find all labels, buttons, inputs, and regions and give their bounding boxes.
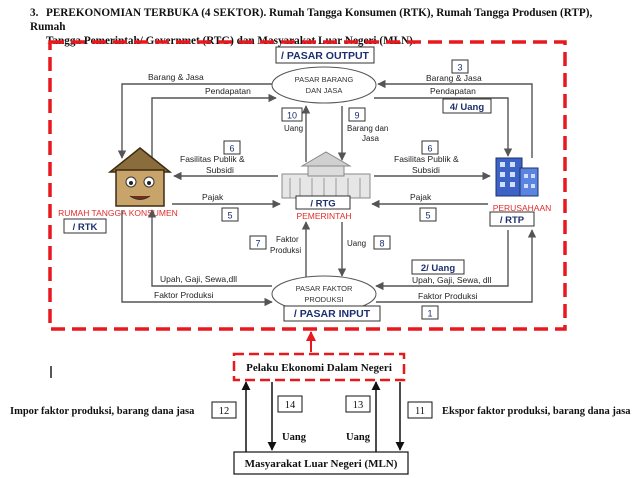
pasar-faktor-label-1: PASAR FAKTOR (296, 284, 353, 293)
badge-7 (249, 235, 267, 250)
badge-8 (373, 235, 391, 250)
badge-2-uang-label: 2/ Uang (421, 263, 456, 274)
rtk-tag-label: / RTK (73, 222, 98, 233)
badge-5-left (221, 207, 239, 222)
badge-14-label: 14 (285, 400, 296, 411)
label-faktor-produksi-right: Faktor Produksi (418, 291, 478, 301)
rtp-tag-box (489, 211, 535, 227)
mln-label: Masyarakat Luar Negeri (MLN) (245, 458, 398, 470)
label-uang-10: Uang (284, 124, 303, 133)
pasar-barang-label-2: DAN JASA (306, 86, 343, 95)
mln-box (233, 451, 409, 475)
label-upah-left: Upah, Gaji, Sewa,dll (160, 274, 237, 284)
badge-13-label: 13 (353, 400, 364, 411)
rtg-tag-label: / RTG (310, 199, 335, 210)
label-upah-right: Upah, Gaji, Sewa, dll (412, 275, 491, 285)
label-fasilitas-left: Fasilitas Publik & (180, 154, 245, 164)
pasar-output-box (275, 46, 375, 64)
badge-14 (277, 395, 303, 413)
pasar-barang-ellipse (271, 66, 377, 104)
label-pendapatan-left: Pendapatan (205, 86, 251, 96)
badge-3 (451, 59, 469, 74)
label-ekspor: Ekspor faktor produksi, barang dana jasa (442, 406, 631, 417)
company-building-icon (495, 157, 539, 197)
badge-13 (345, 395, 371, 413)
label-barang-jasa-right: Barang & Jasa (426, 73, 482, 83)
domestic-economy-frame (48, 40, 567, 331)
badge-12-label: 12 (219, 406, 230, 417)
badge-1-label: 1 (427, 309, 432, 319)
rtg-name: PEMERINTAH (296, 211, 351, 221)
rtk-tag-box (63, 218, 107, 234)
rtp-name: PERUSAHAAN (493, 203, 552, 213)
label-subsidi-right: Subsidi (412, 165, 440, 175)
label-subsidi-left: Subsidi (206, 165, 234, 175)
label-faktor-1: Faktor (276, 235, 299, 244)
badge-6-left-label: 6 (229, 144, 234, 154)
arrow-faktor-produksi-left (121, 210, 273, 307)
arrow-upah-right (375, 230, 509, 291)
label-barang-dan: Barang dan (347, 124, 388, 133)
header-text-1: PEREKONOMIAN TERBUKA (4 SEKTOR). Rumah T… (30, 7, 593, 33)
header-line-1: 3.PEREKONOMIAN TERBUKA (4 SEKTOR). Rumah… (30, 6, 630, 34)
badge-1 (421, 305, 439, 320)
badge-12 (211, 401, 237, 419)
label-pendapatan-right: Pendapatan (430, 86, 476, 96)
pasar-input-label: / PASAR INPUT (294, 308, 371, 320)
pelaku-ekonomi-label: Pelaku Ekonomi Dalam Negeri (246, 362, 392, 374)
header-number: 3. (30, 7, 39, 19)
badge-6-left (223, 140, 241, 155)
rtk-house-icon (107, 147, 173, 207)
badge-5-right (419, 207, 437, 222)
rtp-tag-label: / RTP (500, 215, 525, 226)
badge-6-right (421, 140, 439, 155)
pasar-faktor-label-2: PRODUKSI (304, 295, 343, 304)
pasar-output-label: / PASAR OUTPUT (281, 50, 369, 62)
arrow-barang-jasa-left (117, 83, 272, 159)
badge-9 (348, 107, 366, 122)
label-fasilitas-right: Fasilitas Publik & (394, 154, 459, 164)
badge-10-label: 10 (287, 111, 297, 121)
badge-3-label: 3 (457, 63, 462, 73)
badge-9-label: 9 (354, 111, 359, 121)
badge-5-left-label: 5 (227, 211, 232, 221)
label-barang-jasa-left: Barang & Jasa (148, 72, 204, 82)
label-uang-8: Uang (347, 239, 366, 248)
badge-4-uang (442, 98, 492, 114)
badge-7-label: 7 (255, 239, 260, 249)
label-faktor-2: Produksi (270, 246, 301, 255)
badge-10 (281, 107, 303, 122)
arrow-barang-jasa-right (377, 79, 533, 158)
label-uang-13: Uang (346, 432, 371, 443)
badge-6-right-label: 6 (427, 144, 432, 154)
label-impor: Impor faktor produksi, barang dana jasa (10, 406, 195, 417)
rtg-tag-box (295, 195, 351, 210)
badge-11 (407, 401, 433, 419)
badge-2-uang (411, 259, 465, 275)
badge-8-label: 8 (379, 239, 384, 249)
arrow-pendapatan-right (374, 97, 513, 157)
label-faktor-produksi-left: Faktor Produksi (154, 290, 214, 300)
rtk-name: RUMAH TANGGA KONSUMEN (58, 208, 178, 218)
pasar-input-box (283, 305, 381, 322)
pelaku-ekonomi-box (232, 352, 406, 382)
arrow-faktor-produksi-right (376, 229, 537, 303)
label-pajak-right: Pajak (410, 192, 432, 202)
label-pajak-left: Pajak (202, 192, 224, 202)
arrow-upah-left (147, 209, 272, 287)
label-uang-14: Uang (282, 432, 307, 443)
pasar-barang-label-1: PASAR BARANG (295, 75, 354, 84)
badge-11-label: 11 (415, 406, 425, 417)
label-jasa: Jasa (362, 134, 379, 143)
badge-4-uang-label: 4/ Uang (450, 102, 485, 113)
government-building-icon (281, 151, 371, 199)
arrow-pendapatan-left (151, 93, 277, 160)
badge-5-right-label: 5 (425, 211, 430, 221)
